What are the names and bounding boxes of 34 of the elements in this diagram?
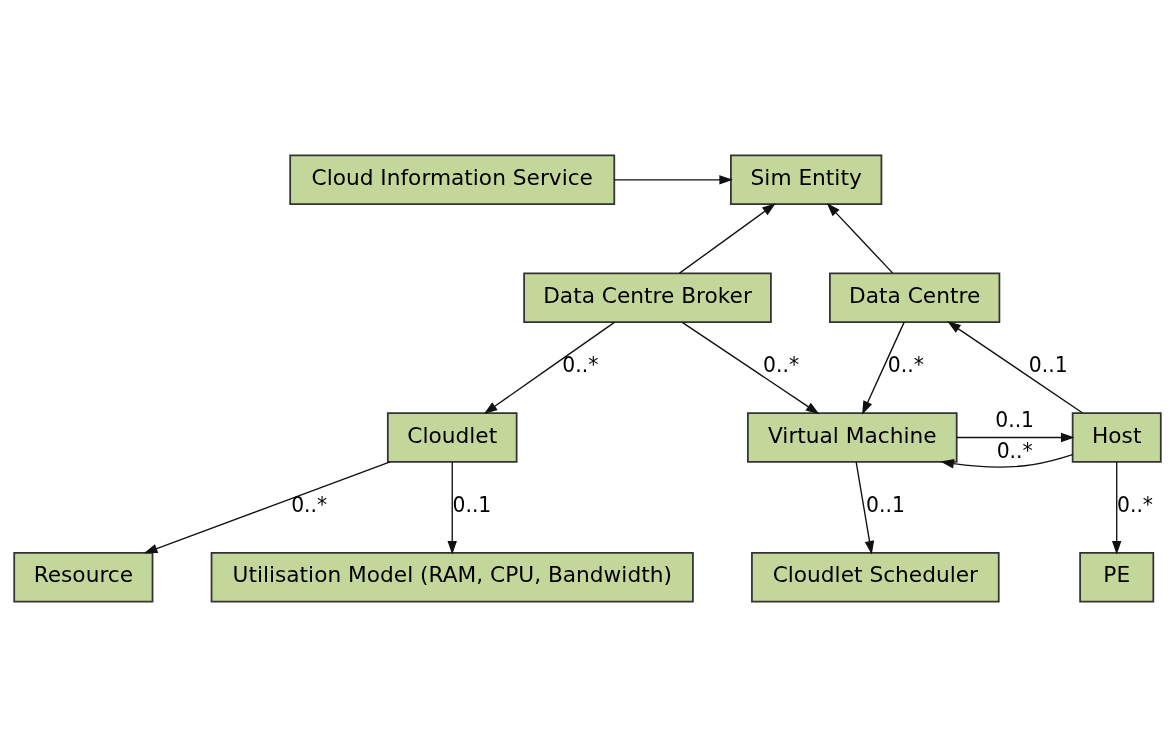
edge-label: 0..1 xyxy=(866,492,905,517)
node-box: Sim Entity xyxy=(730,154,883,205)
node-box: Resource xyxy=(13,551,154,602)
arrow xyxy=(940,453,1074,468)
edge-label: 0..* xyxy=(996,438,1033,463)
edge-label: 0..* xyxy=(763,352,800,377)
node-box: Cloudlet xyxy=(386,411,518,463)
arrow xyxy=(956,432,1075,442)
arrow xyxy=(143,460,391,553)
arrow xyxy=(947,320,1083,413)
edge-label: 0..* xyxy=(1117,492,1154,517)
edge-label: 0..1 xyxy=(452,492,492,517)
arrow xyxy=(862,321,905,415)
arrow xyxy=(1111,460,1122,554)
node-box: Virtual Machine xyxy=(747,411,958,463)
node-box: Data Centre xyxy=(829,272,1001,323)
edge-label: 0..1 xyxy=(1028,352,1068,377)
arrow xyxy=(855,460,875,554)
node-box: Host xyxy=(1071,411,1162,463)
node-box: Cloud Information Service xyxy=(289,154,616,205)
node-box: Utilisation Model (RAM, CPU, Bandwidth) xyxy=(210,551,694,602)
arrow xyxy=(678,202,776,274)
arrow xyxy=(447,460,457,554)
edge-label: 0..* xyxy=(291,492,328,517)
arrow xyxy=(613,174,733,185)
arrow xyxy=(681,321,820,414)
node-box: Data Centre Broker xyxy=(523,272,772,323)
edge-label: 0..1 xyxy=(995,407,1035,432)
node-box: Cloudlet Scheduler xyxy=(751,551,1000,602)
node-box: PE xyxy=(1079,551,1155,602)
edge-label: 0..* xyxy=(887,352,924,377)
arrow xyxy=(483,321,616,414)
arrow xyxy=(826,202,894,274)
edge-label: 0..* xyxy=(562,352,599,377)
